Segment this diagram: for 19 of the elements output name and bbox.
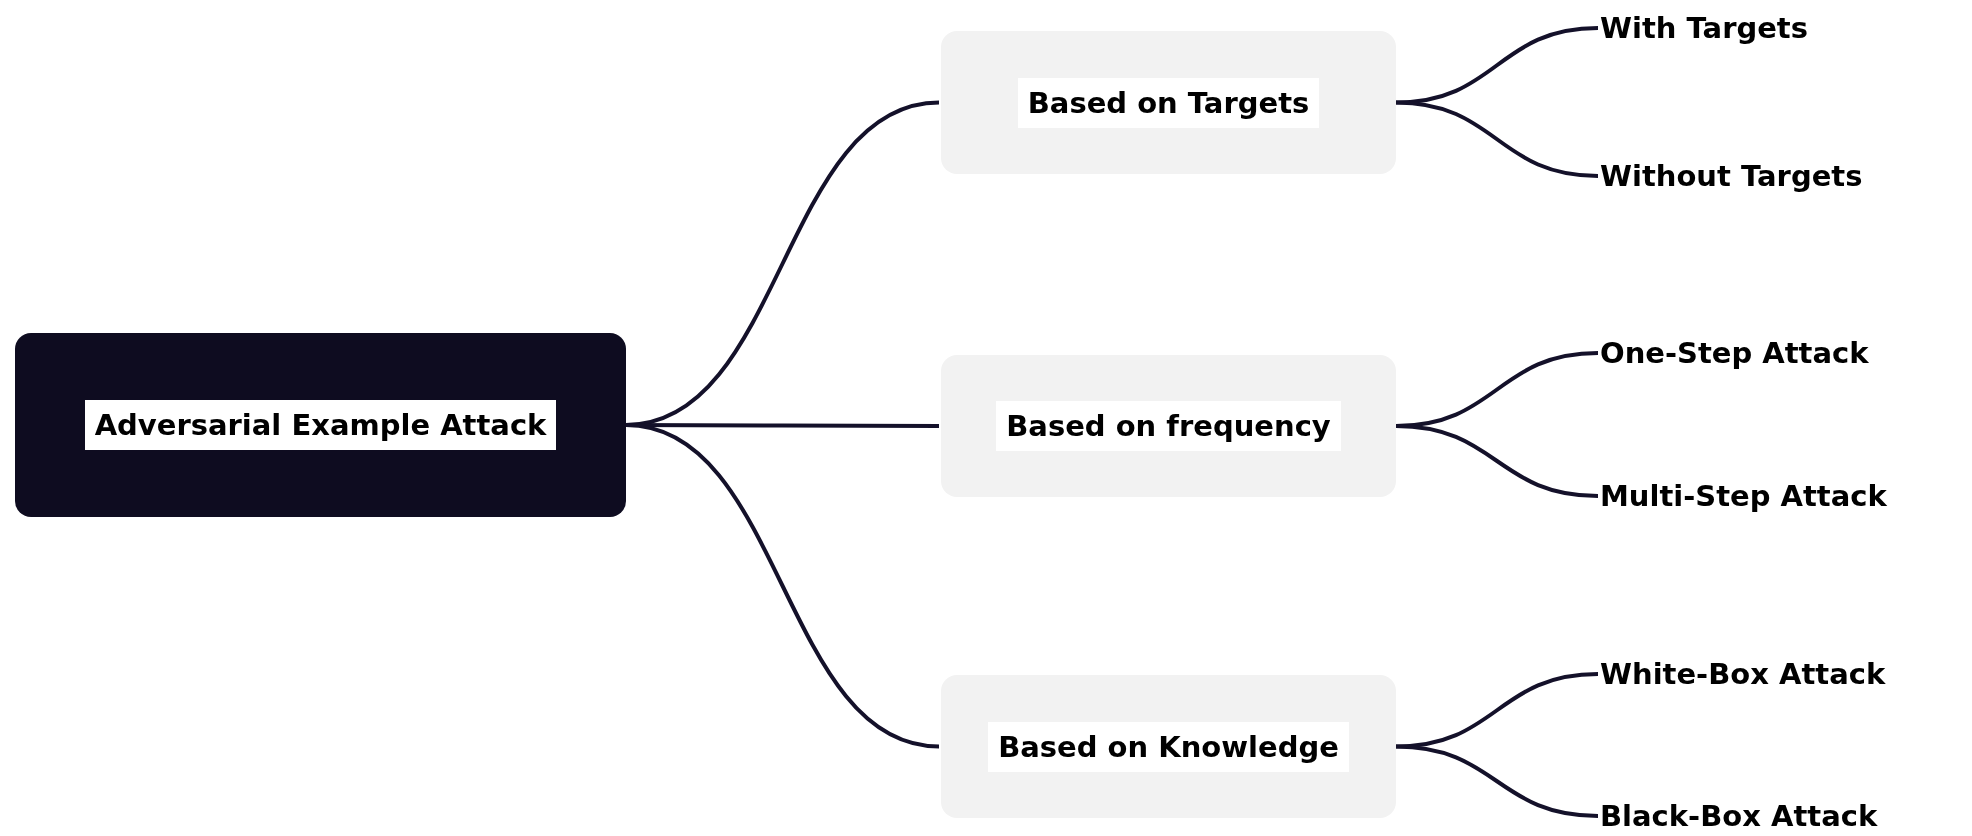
category-box bbox=[941, 675, 1396, 818]
connector-line bbox=[1395, 424, 1599, 498]
node-label: Without Targets bbox=[1600, 159, 1863, 193]
node-label: Adversarial Example Attack bbox=[84, 400, 557, 450]
node-label: White-Box Attack bbox=[1600, 657, 1886, 691]
connector-line bbox=[1395, 26, 1599, 105]
connector-line bbox=[1395, 672, 1599, 749]
connector-line bbox=[1395, 744, 1599, 818]
node-label: Black-Box Attack bbox=[1600, 799, 1878, 833]
node-label: Based on Targets bbox=[1017, 77, 1320, 128]
category-box bbox=[941, 355, 1396, 497]
category-box bbox=[941, 31, 1396, 174]
node-label: Based on frequency bbox=[996, 401, 1341, 451]
connector-line bbox=[1395, 100, 1599, 178]
node-label: Based on Knowledge bbox=[988, 721, 1349, 772]
root-node-box bbox=[15, 333, 626, 517]
node-label: One-Step Attack bbox=[1600, 336, 1869, 370]
node-label: With Targets bbox=[1600, 11, 1808, 45]
node-label: Multi-Step Attack bbox=[1600, 479, 1887, 513]
